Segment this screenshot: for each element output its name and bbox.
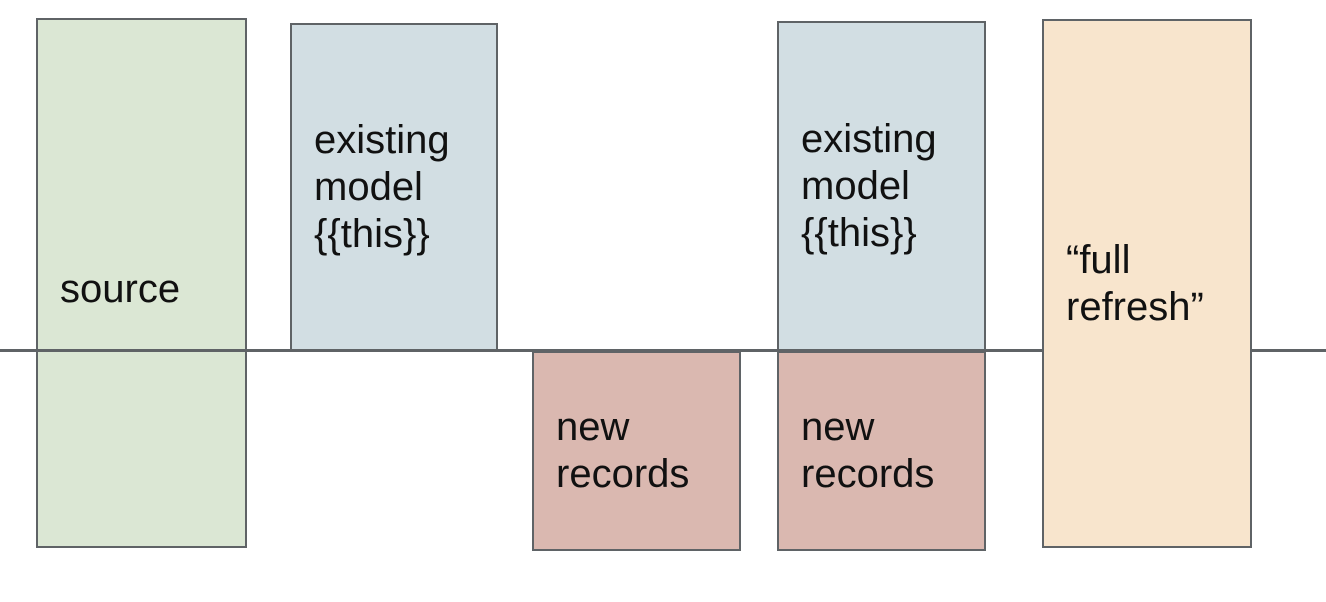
new-records-box-2-label: new records: [801, 405, 935, 496]
source-box: source: [36, 18, 247, 548]
existing-model-box-2-label: existing model {{this}}: [801, 116, 937, 255]
new-records-box-1-label: new records: [556, 405, 690, 496]
new-records-box-1: new records: [532, 351, 741, 551]
existing-model-box-1-label: existing model {{this}}: [314, 117, 450, 256]
source-box-label: source: [60, 266, 181, 311]
full-refresh-box: “full refresh”: [1042, 19, 1252, 548]
cutoff-line: [0, 349, 1326, 352]
existing-model-box-1: existing model {{this}}: [290, 23, 498, 351]
existing-model-box-2: existing model {{this}}: [777, 21, 986, 351]
full-refresh-box-label: “full refresh”: [1066, 237, 1204, 329]
new-records-box-2: new records: [777, 351, 986, 551]
